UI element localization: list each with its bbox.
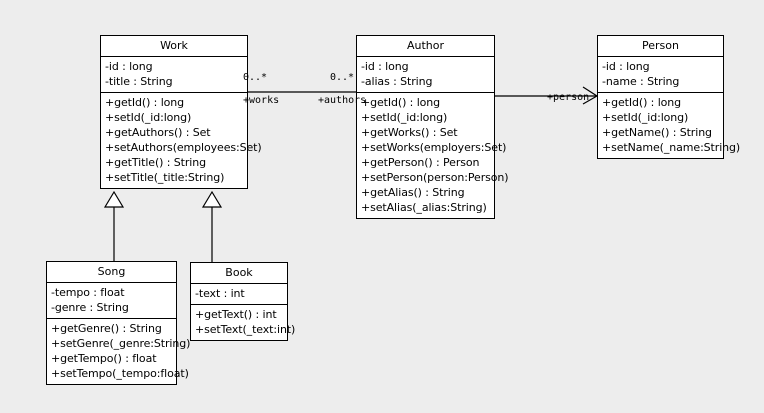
operation-row: +getTitle() : String [105,156,206,169]
operation-row: +getId() : long [361,96,441,109]
attribute-row: -genre : String [51,301,129,314]
operation-row: +getId() : long [105,96,185,109]
attribute-row: -id : long [105,60,153,73]
operation-row: +getPerson() : Person [361,156,480,169]
class-name-person: Person [598,36,723,57]
operation-row: +getAlias() : String [361,186,465,199]
operation-row: +setName(_name:String) [602,141,741,154]
class-name-book: Book [191,263,287,284]
attribute-row: -tempo : float [51,286,125,299]
operation-row: +setId(_id:long) [361,111,448,124]
role-label-person: +person [547,92,590,103]
operation-row: +setId(_id:long) [105,111,192,124]
class-operations-author: +getId() : long +setId(_id:long) +getWor… [357,93,509,218]
generalization-triangle-book [201,190,223,208]
attribute-row: -name : String [602,75,680,88]
class-name-song: Song [47,262,176,283]
class-name-author: Author [357,36,494,57]
operation-row: +getText() : int [195,308,277,321]
operation-row: +setPerson(person:Person) [361,171,509,184]
operation-row: +getTempo() : float [51,352,157,365]
operation-row: +setTitle(_title:String) [105,171,225,184]
operation-row: +setTempo(_tempo:float) [51,367,189,380]
class-attributes-person: -id : long -name : String [598,57,723,93]
multiplicity-author-side: 0..* [330,72,355,83]
operation-row: +getId() : long [602,96,682,109]
operation-row: +setId(_id:long) [602,111,689,124]
attribute-row: -title : String [105,75,173,88]
operation-row: +setText(_text:int) [195,323,296,336]
operation-row: +setAlias(_alias:String) [361,201,487,214]
class-box-song[interactable]: Song -tempo : float -genre : String +get… [46,261,191,385]
role-label-authors: +authors [318,95,367,106]
generalization-triangle-song [103,190,125,208]
operation-row: +getName() : String [602,126,712,139]
attribute-row: -text : int [195,287,245,300]
operation-row: +getGenre() : String [51,322,162,335]
class-box-book[interactable]: Book -text : int +getText() : int +setTe… [190,262,296,341]
class-attributes-song: -tempo : float -genre : String [47,283,176,319]
operation-row: +setAuthors(employees:Set) [105,141,262,154]
class-box-work[interactable]: Work -id : long -title : String +getId()… [100,35,262,189]
class-operations-song: +getGenre() : String +setGenre(_genre:St… [47,319,191,384]
operation-row: +setWorks(employers:Set) [361,141,507,154]
multiplicity-work-side: 0..* [243,72,268,83]
operation-row: +setGenre(_genre:String) [51,337,191,350]
attribute-row: -id : long [361,60,409,73]
class-attributes-author: -id : long -alias : String [357,57,494,93]
class-name-work: Work [101,36,247,57]
class-box-author[interactable]: Author -id : long -alias : String +getId… [356,35,509,219]
class-operations-person: +getId() : long +setId(_id:long) +getNam… [598,93,741,158]
operation-row: +getAuthors() : Set [105,126,211,139]
operation-row: +getWorks() : Set [361,126,458,139]
attribute-row: -alias : String [361,75,433,88]
class-attributes-book: -text : int [191,284,287,305]
attribute-row: -id : long [602,60,650,73]
class-box-person[interactable]: Person -id : long -name : String +getId(… [597,35,741,159]
class-operations-work: +getId() : long +setId(_id:long) +getAut… [101,93,262,188]
role-label-works: +works [243,95,280,106]
class-attributes-work: -id : long -title : String [101,57,247,93]
class-operations-book: +getText() : int +setText(_text:int) [191,305,296,340]
